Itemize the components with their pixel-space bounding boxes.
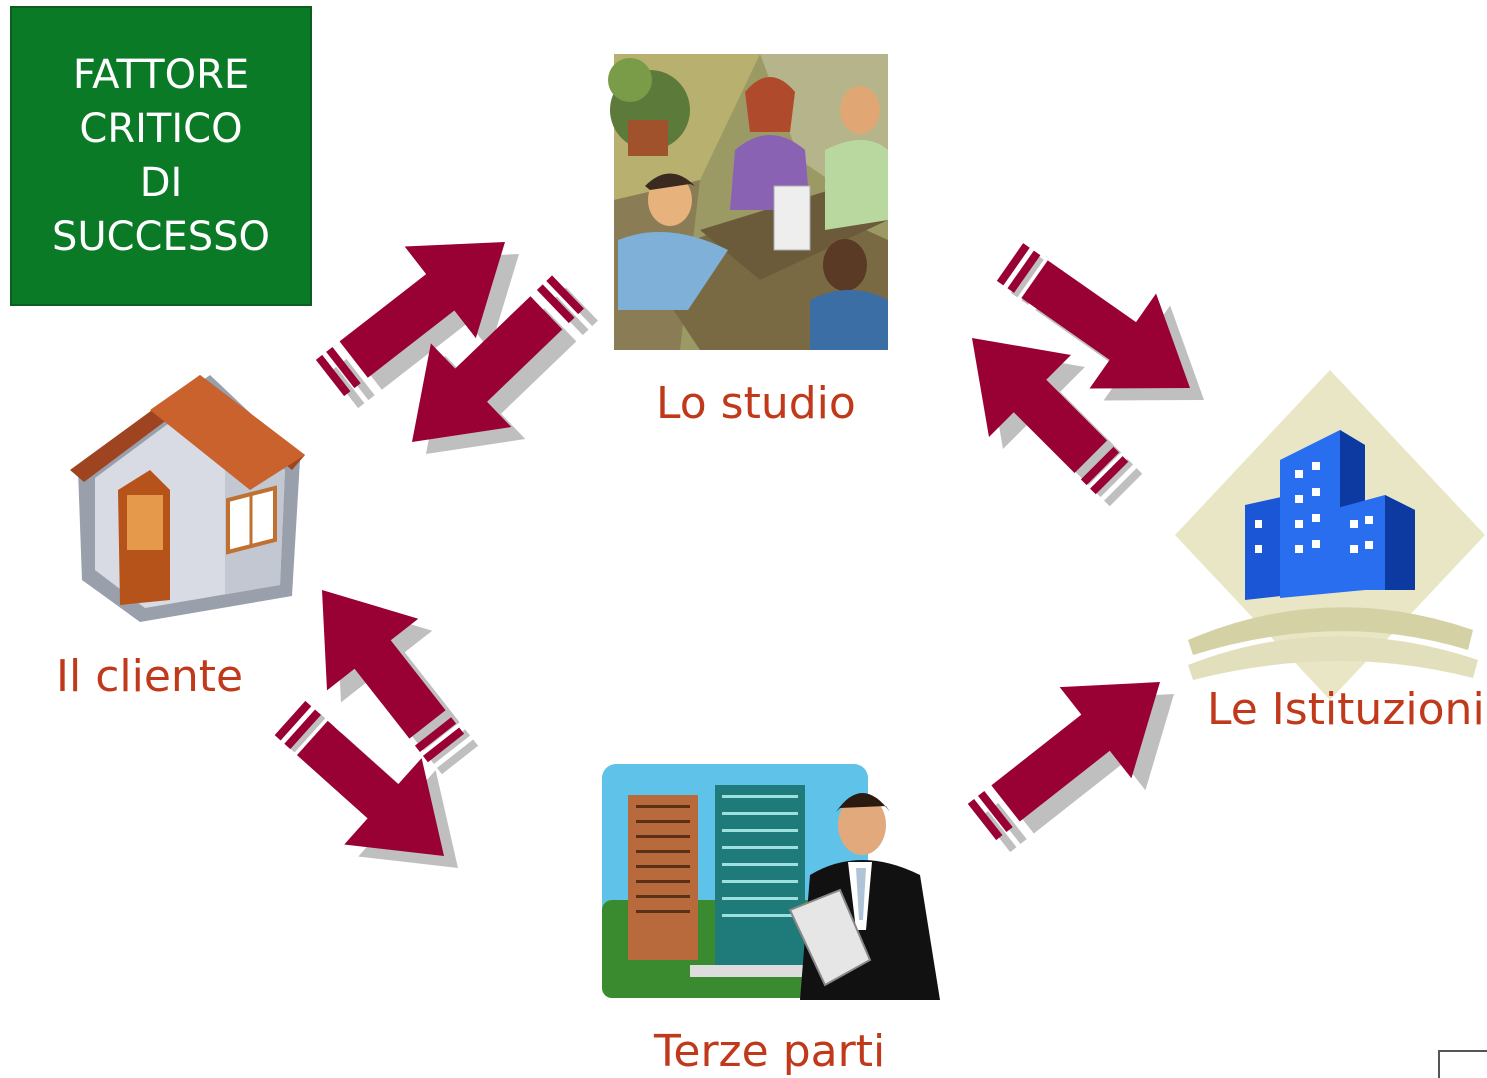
arrow-cliente-to-terze xyxy=(274,700,445,856)
arrow-studio-to-cliente xyxy=(411,275,584,442)
title-line-3: DI xyxy=(139,160,183,206)
arrow-istituzioni-to-studio xyxy=(972,338,1129,495)
house-icon xyxy=(70,375,305,622)
meeting-clipart-icon xyxy=(608,54,888,350)
office-buildings-icon xyxy=(1175,370,1485,700)
page-corner-mark xyxy=(1438,1050,1487,1078)
label-terze-parti: Terze parti xyxy=(654,1026,886,1077)
label-studio: Lo studio xyxy=(656,378,856,429)
title-line-1: FATTORE xyxy=(72,52,250,98)
arrow-studio-to-istituzioni xyxy=(996,243,1191,389)
arrow-terze-to-istituzioni xyxy=(967,681,1161,841)
title-line-2: CRITICO xyxy=(79,106,243,152)
label-cliente: Il cliente xyxy=(56,651,244,702)
title-line-4: SUCCESSO xyxy=(51,214,271,260)
label-istituzioni: Le Istituzioni xyxy=(1207,684,1485,735)
arrow-cliente-to-studio xyxy=(315,241,506,397)
title-box: FATTORE CRITICO DI SUCCESSO xyxy=(10,6,312,306)
arrow-terze-to-cliente xyxy=(321,589,465,763)
businessman-newspaper-icon xyxy=(602,764,940,1000)
